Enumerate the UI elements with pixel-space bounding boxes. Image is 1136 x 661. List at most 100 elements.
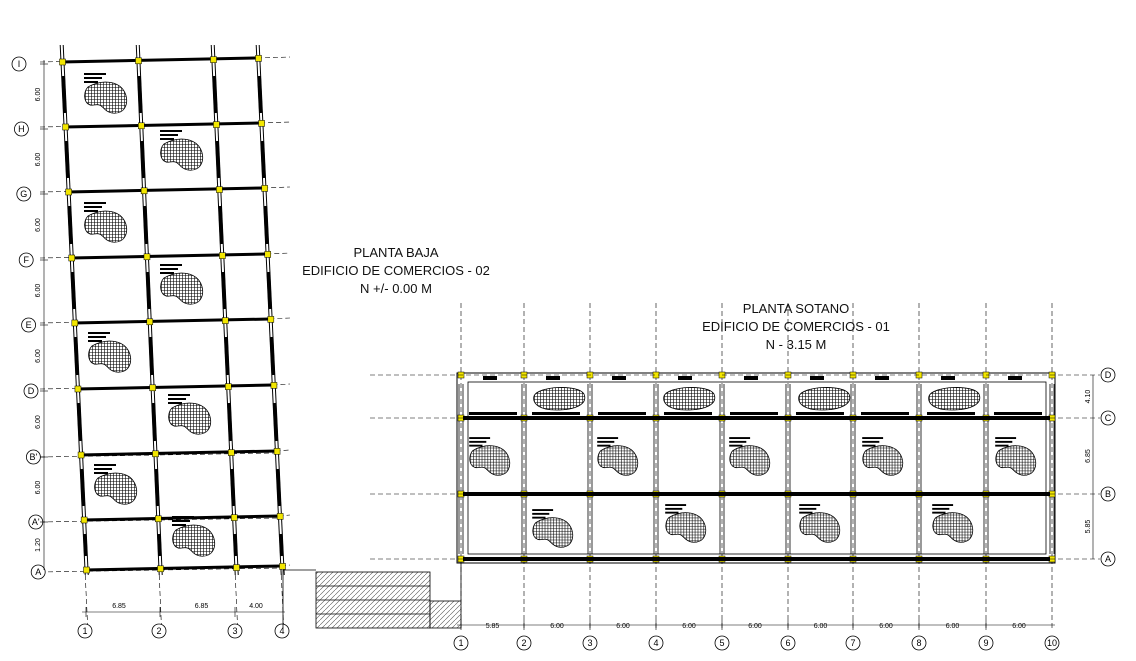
row-bubble-circle bbox=[21, 317, 37, 333]
column-marker bbox=[219, 252, 226, 259]
col-bubble: 2 bbox=[521, 638, 526, 648]
column-marker bbox=[233, 564, 240, 571]
fixture-hatch bbox=[932, 512, 974, 543]
fixture-group bbox=[597, 437, 639, 476]
column-marker bbox=[264, 251, 272, 258]
fixture-bar bbox=[995, 444, 1009, 447]
opening-mark bbox=[1008, 376, 1022, 380]
col-bubble: 8 bbox=[916, 638, 921, 648]
fixture-bar bbox=[532, 512, 550, 515]
fixture-hatch bbox=[597, 445, 639, 476]
row-bubble: A bbox=[1105, 554, 1111, 564]
fixture-hatch bbox=[532, 517, 574, 548]
fixture-bar bbox=[160, 134, 178, 136]
fixture-bar bbox=[532, 509, 554, 511]
fixture-bar bbox=[597, 444, 611, 447]
row-bubble-circle bbox=[18, 252, 34, 268]
col-dim-label: 5.85 bbox=[486, 623, 500, 630]
row-bubble: G bbox=[20, 189, 27, 199]
fixture-group bbox=[94, 464, 138, 505]
fixture-bar bbox=[665, 511, 679, 514]
fixture-bar bbox=[469, 437, 491, 439]
fixture-bar bbox=[160, 130, 182, 132]
fixture-bar bbox=[168, 398, 186, 400]
column-marker bbox=[228, 449, 235, 456]
fixture-bar bbox=[932, 507, 950, 510]
row-bubble-circle bbox=[11, 56, 27, 72]
wall-segment bbox=[145, 271, 151, 310]
row-bubble-circle bbox=[23, 383, 39, 399]
fixture-hatch bbox=[160, 272, 204, 305]
fixture-group bbox=[469, 437, 511, 476]
column-marker bbox=[135, 57, 142, 65]
row-bubble: I bbox=[18, 59, 21, 69]
fixture-bar bbox=[84, 202, 106, 204]
planta-sotano-title: PLANTA SOTANO EDIFICIO DE COMERCIOS - 01… bbox=[666, 300, 926, 354]
opening-mark bbox=[810, 376, 824, 380]
wall-segment bbox=[927, 412, 975, 415]
beam-line bbox=[73, 317, 270, 325]
column-marker bbox=[258, 120, 265, 127]
row-bubble: E bbox=[26, 320, 32, 330]
col-dim-label: 6.00 bbox=[814, 623, 828, 630]
axis-extension bbox=[158, 574, 162, 626]
fixture-bar bbox=[597, 437, 619, 439]
fixture-bar bbox=[532, 516, 546, 519]
row-bubble-circle bbox=[1100, 486, 1116, 502]
col-dim-label: 6.00 bbox=[1012, 623, 1026, 630]
column-marker bbox=[146, 318, 154, 326]
wall-segment bbox=[212, 75, 218, 114]
fixture-bar bbox=[932, 511, 946, 514]
axis-extension bbox=[234, 574, 238, 626]
fixture-bar bbox=[84, 77, 102, 79]
col-bubble: 4 bbox=[653, 638, 658, 648]
wall-segment bbox=[137, 75, 143, 114]
fixture-bar bbox=[88, 340, 102, 342]
fixture-group bbox=[172, 516, 216, 557]
col-bubble: 3 bbox=[232, 626, 237, 636]
column-marker bbox=[143, 253, 151, 261]
wall-segment bbox=[260, 140, 266, 179]
fixture-hatch bbox=[84, 210, 128, 243]
fixture-bar bbox=[88, 332, 110, 334]
fixture-bar bbox=[94, 464, 116, 466]
col-dim-label: 6.00 bbox=[879, 623, 893, 630]
fixture-group bbox=[84, 73, 128, 114]
fixture-hatch bbox=[995, 445, 1037, 476]
opening-mark bbox=[875, 376, 889, 380]
column-marker bbox=[261, 185, 268, 192]
fixture-group bbox=[665, 504, 707, 543]
beam-line bbox=[70, 252, 267, 260]
fixture-bar bbox=[932, 504, 954, 506]
row-dim-label: 5.85 bbox=[1085, 520, 1092, 534]
fixture-group bbox=[729, 437, 771, 476]
wall-segment bbox=[272, 402, 279, 442]
row-bubble: D bbox=[28, 386, 35, 396]
opening-mark bbox=[483, 376, 497, 380]
fixture-hatch bbox=[729, 445, 771, 476]
col-bubble: 2 bbox=[156, 626, 161, 636]
column-marker bbox=[155, 515, 162, 523]
fixture-bar bbox=[862, 437, 884, 439]
row-bubble-circle bbox=[1100, 367, 1116, 383]
column-marker bbox=[276, 513, 284, 520]
col-bubble: 3 bbox=[587, 638, 592, 648]
wall-segment bbox=[263, 205, 269, 245]
row-bubble: C bbox=[1105, 413, 1112, 423]
column-marker bbox=[59, 58, 66, 66]
fixture-group bbox=[862, 437, 904, 476]
stair-hatch bbox=[429, 600, 462, 629]
fixture-bar bbox=[729, 444, 743, 447]
wall-segment bbox=[233, 533, 238, 557]
column-marker bbox=[74, 385, 82, 393]
col-dim-label: 6.00 bbox=[616, 623, 630, 630]
wall-segment bbox=[154, 468, 160, 507]
wall-segment bbox=[76, 402, 83, 442]
row-bubble: H bbox=[18, 124, 25, 134]
fixture-bar bbox=[665, 504, 687, 506]
row-bubble: A' bbox=[32, 517, 40, 527]
col-bubble: 6 bbox=[785, 638, 790, 648]
fixture-bar bbox=[84, 73, 106, 75]
wall-segment bbox=[796, 412, 844, 415]
fixture-hatch bbox=[160, 138, 204, 171]
